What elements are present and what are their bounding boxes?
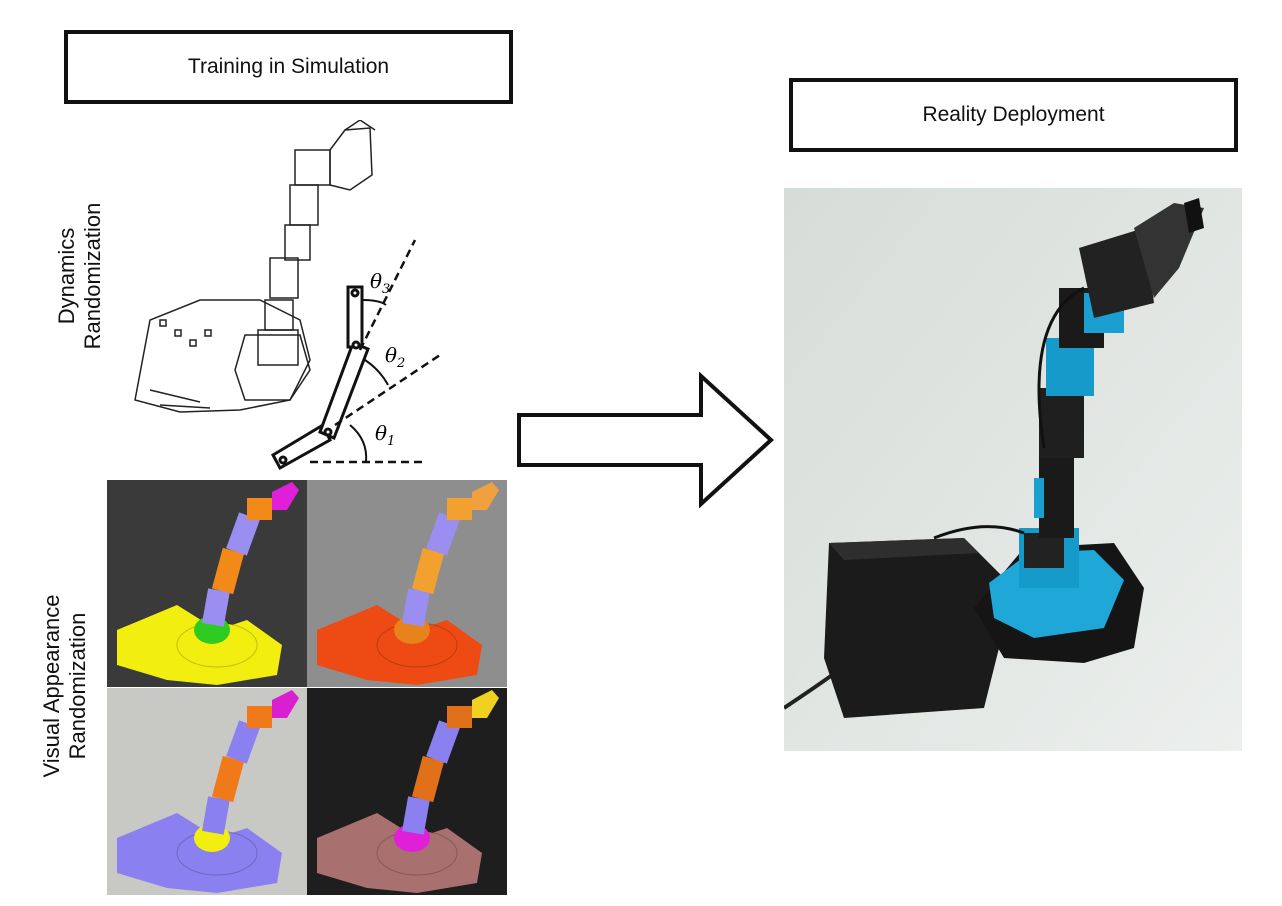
angle-arcs [349,299,389,463]
arrow-icon [517,372,774,508]
theta2-label: θ2 [385,343,405,371]
robot-render [317,482,499,685]
robot-render [117,482,299,685]
dynamics-label-line2: Randomization [80,202,105,350]
randomized-render-tile [307,688,507,895]
randomized-render-tile [107,688,307,895]
visual-appearance-randomization-label: Visual Appearance Randomization [39,556,91,816]
reality-deployment-title: Reality Deployment [789,78,1238,152]
robot-line-drawing [134,120,376,413]
dynamics-randomization-label: Dynamics Randomization [54,191,106,361]
randomized-render-tile [107,480,307,687]
dynamics-schematic: θ1 θ2 θ3 [134,120,441,471]
robot-render [317,690,499,893]
visual-label-line1: Visual Appearance [39,594,64,778]
robot-render [117,690,299,893]
randomized-render-tile [307,480,507,687]
training-in-simulation-title: Training in Simulation [64,30,513,104]
dynamics-label-line1: Dynamics [54,227,79,325]
real-robot-photo [784,188,1242,751]
link-schematic [271,285,370,471]
theta1-label: θ1 [375,421,395,449]
visual-label-line2: Randomization [65,612,90,760]
theta3-label: θ3 [370,269,390,297]
